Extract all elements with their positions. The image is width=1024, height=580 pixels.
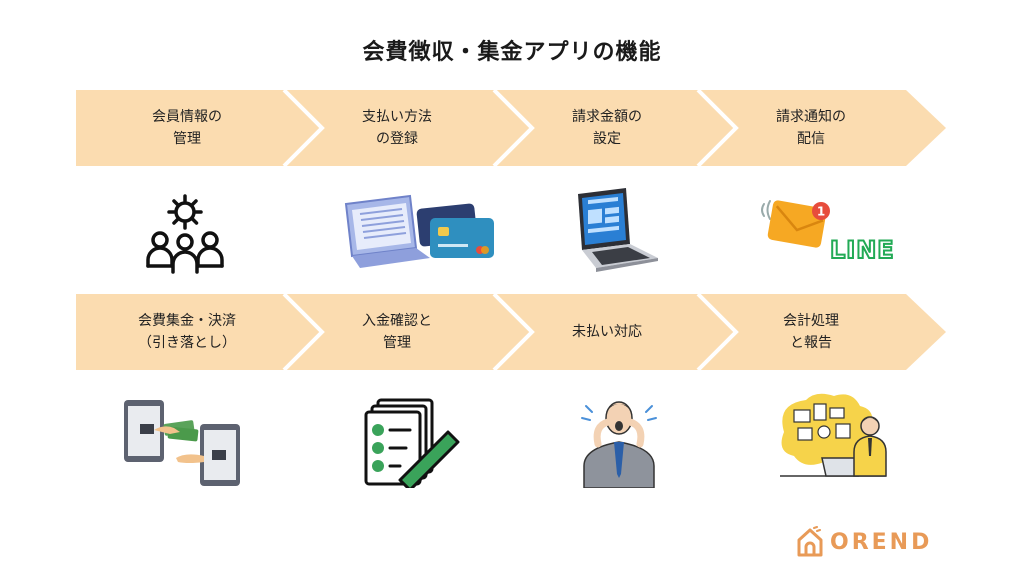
page-title: 会費徴収・集金アプリの機能 (362, 40, 662, 65)
people-gear-icon (146, 194, 224, 274)
step-label-line1: 会計処理 (783, 313, 839, 329)
step-accounting-report: 会計処理 と報告 (716, 294, 906, 370)
step-label-line1: 支払い方法 (362, 109, 432, 125)
laptop-credit-card-icon (344, 194, 494, 268)
step-label-line1: 会員情報の (152, 109, 222, 125)
checklist-pen-icon (364, 398, 460, 488)
step-label-line2: （引き落とし） (138, 335, 236, 351)
orend-logo: OREND (796, 525, 932, 559)
notification-badge-count: 1 (817, 205, 825, 219)
step-payment-registration: 支払い方法 の登録 (302, 90, 492, 166)
process-row-1: 会員情報の 管理 支払い方法 の登録 請求金額の 設定 請求通知の 配信 (76, 90, 946, 166)
step-label-line1: 請求金額の (572, 109, 642, 125)
line-logo-text: LINE (830, 236, 895, 264)
step-label-line2: の登録 (376, 131, 418, 147)
house-logo-icon (797, 526, 823, 557)
step-unpaid-handling: 未払い対応 (512, 294, 702, 370)
laptop-icon (578, 188, 658, 272)
chevron-band (76, 294, 946, 370)
step-label-line2: 管理 (383, 335, 411, 351)
step-label-line2: と報告 (790, 335, 832, 351)
step-label-line2: 配信 (797, 131, 825, 147)
step-collection-payment: 会費集金・決済 （引き落とし） (92, 294, 282, 370)
phone-money-transfer-icon (124, 400, 240, 486)
step-label-line1: 未払い対応 (572, 324, 642, 340)
shouting-man-icon (581, 401, 657, 488)
chevron-band (76, 90, 946, 166)
step-label-line2: 管理 (173, 131, 201, 147)
step-label-line1: 請求通知の (776, 109, 846, 125)
process-row-2: 会費集金・決済 （引き落とし） 入金確認と 管理 未払い対応 会計処理 と報告 (76, 294, 946, 370)
mail-notification-line-icon: 1 LINE (761, 200, 895, 265)
step-billing-amount: 請求金額の 設定 (512, 90, 702, 166)
step-payment-confirmation: 入金確認と 管理 (302, 294, 492, 370)
accountant-icon (780, 393, 887, 477)
step-label-line2: 設定 (593, 131, 621, 147)
step-label-line1: 入金確認と (362, 313, 432, 329)
step-label-line1: 会費集金・決済 (138, 313, 236, 329)
step-member-management: 会員情報の 管理 (92, 90, 282, 166)
logo-text: OREND (830, 529, 933, 555)
step-billing-notification: 請求通知の 配信 (716, 90, 906, 166)
